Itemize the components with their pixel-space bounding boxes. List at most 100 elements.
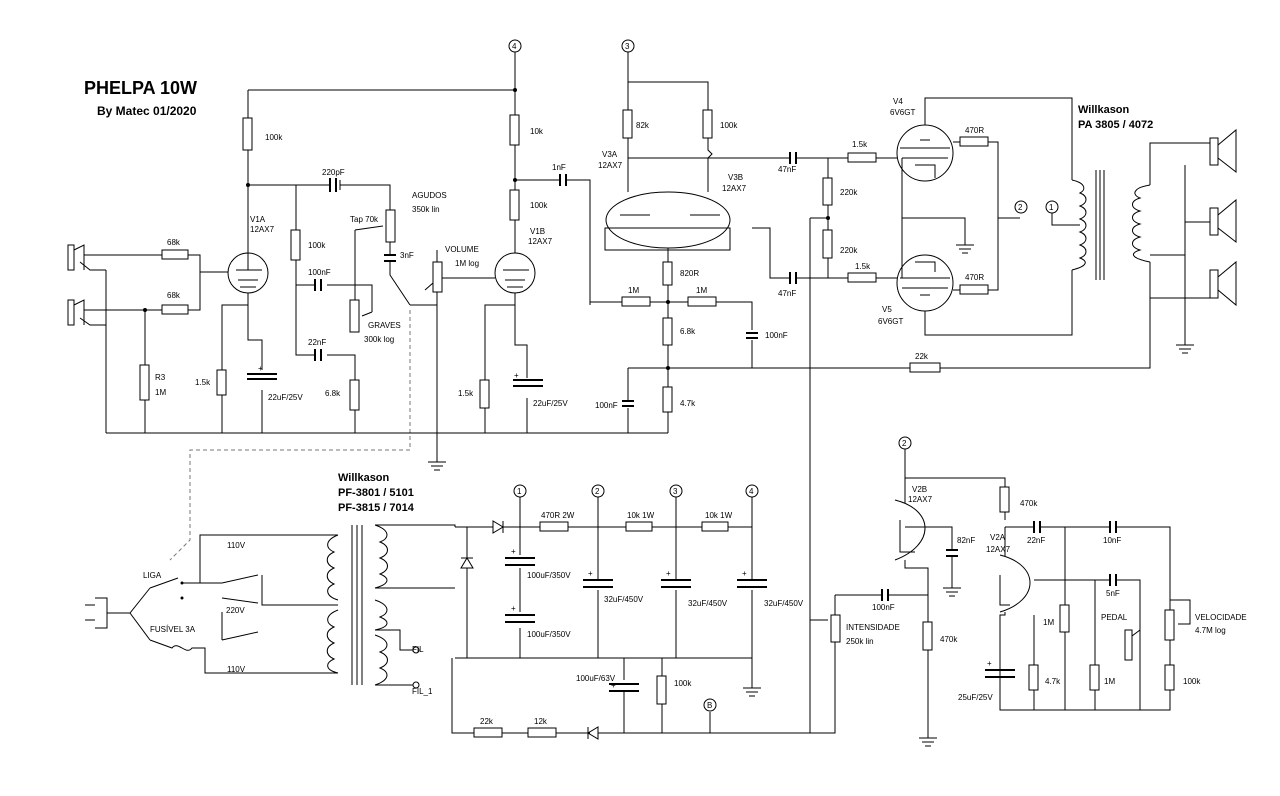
resistor-470k-tremolo-label: 470k (940, 635, 958, 644)
grid-stopper-v5-label: 1.5k (855, 262, 871, 271)
resistor-1m-b-label: 1M (696, 286, 707, 295)
resistor-470k-v2a-plate-label: 470k (1020, 499, 1038, 508)
feedback-resistor-22k (909, 362, 941, 373)
filter-cap-1-label: 100uF/350V (527, 571, 571, 580)
ground-power-tubes (956, 244, 974, 254)
resistor-10k-1w-b-label: 10k 1W (705, 511, 733, 520)
power-transformer-model-b: PF-3815 / 7014 (338, 502, 415, 514)
resistor-470k-tremolo (922, 621, 933, 651)
power-transformer-model-a: PF-3801 / 5101 (338, 487, 414, 499)
resistor-r3 (139, 364, 150, 401)
cap-82nf-label: 82nF (957, 536, 975, 545)
tube-v2b (894, 499, 926, 561)
tube-v2a (999, 554, 1031, 613)
cap-22nf-tremolo-label: 22nF (1027, 536, 1045, 545)
plate-resistor-v1b-label: 100k (530, 201, 548, 210)
speaker-3 (1209, 260, 1237, 307)
tube-v5 (896, 254, 954, 312)
rectifier-diode-1 (492, 520, 504, 534)
power-transformer-primary-2 (326, 609, 339, 674)
resistor-1m-a-label: 1M (628, 286, 639, 295)
resistor-1m-tremolo-2-label: 1M (1104, 677, 1115, 686)
node-2-supply-label: 2 (595, 487, 600, 496)
bias-resistor-12k-label: 12k (534, 717, 548, 726)
bias-resistor-22k-label: 22k (480, 717, 494, 726)
input-jack-1 (67, 244, 106, 271)
plate-resistor-v1b (509, 189, 520, 221)
cap-3nf-label: 3nF (400, 251, 414, 260)
input-jack-2 (67, 299, 106, 326)
power-plug (85, 587, 151, 641)
node-1-supply-label: 1 (517, 487, 522, 496)
fil1-label: FIL_1 (412, 687, 433, 696)
cap-100nf-ltp-label: 100nF (765, 331, 788, 340)
cap-5nf-label: 5nF (1106, 589, 1120, 598)
bias-diode (587, 726, 599, 740)
tube-v1b-name: V1B (530, 227, 545, 236)
node-2-output (1014, 200, 1028, 214)
bias-resistor-220k-b-label: 220k (840, 246, 858, 255)
node-3-supply-label: 3 (673, 487, 678, 496)
resistor-6k8-ltp-label: 6.8k (680, 327, 696, 336)
node-3-top-label: 3 (625, 42, 630, 51)
ground-tone (428, 461, 446, 471)
resistor-1m-a (621, 296, 651, 307)
pedal-label: PEDAL (1101, 613, 1128, 622)
bypass-cap-v1b-label: 22uF/25V (533, 399, 568, 408)
filter-cap-5-polarity: + (742, 569, 747, 578)
ground-speakers (1176, 344, 1194, 354)
bypass-cap-v1a-polarity: + (258, 364, 263, 373)
tube-v4-name: V4 (893, 97, 903, 106)
pot-volume (432, 261, 443, 293)
input-resistor-1-label: 68k (167, 238, 181, 247)
tube-v4-type: 6V6GT (890, 108, 915, 117)
subtitle: By Matec 01/2020 (97, 104, 197, 118)
screen-resistor-v5 (959, 284, 989, 295)
filter-cap-2-polarity: + (511, 604, 516, 613)
resistor-470r-2w (539, 521, 569, 532)
plate-resistor-v1a (242, 117, 253, 151)
power-switch-label: LIGA (143, 571, 162, 580)
tube-v1b-type: 12AX7 (528, 237, 553, 246)
resistor-100k-tremolo-label: 100k (1183, 677, 1201, 686)
bias-resistor-220k-b (822, 229, 833, 259)
bias-cap-label: 100uF/63V (576, 674, 616, 683)
node-2-tremolo-label: 2 (902, 439, 907, 448)
node-4-top-label: 4 (512, 42, 517, 51)
tube-v3b-name: V3B (728, 173, 743, 182)
resistor-1m-tremolo (1059, 604, 1070, 633)
pot-agudos-tap: Tap 70k (350, 215, 379, 224)
output-transformer-brand: Willkason (1078, 104, 1130, 116)
filter-cap-2-label: 100uF/350V (527, 630, 571, 639)
pot-volume-value: 1M log (455, 259, 479, 268)
pot-velocidade-value: 4.7M log (1195, 626, 1226, 635)
cap-47nf-upper-label: 47nF (778, 165, 796, 174)
pot-intensidade-name: INTENSIDADE (846, 623, 900, 632)
fil1-terminal (412, 681, 420, 689)
resistor-6k8-tone (349, 379, 360, 411)
filter-cap-4-label: 32uF/450V (688, 599, 728, 608)
resistor-r3-value: 1M (155, 388, 166, 397)
pot-agudos-name: AGUDOS (412, 191, 447, 200)
node-2-output-label: 2 (1018, 203, 1023, 212)
tube-v1a-name: V1A (250, 215, 266, 224)
bias-resistor-220k-a-label: 220k (840, 188, 858, 197)
power-transformer-heater (374, 634, 388, 686)
tube-v3a-type: 12AX7 (598, 161, 623, 170)
power-transformer-hv (374, 524, 388, 589)
bias-resistor-22k (473, 727, 503, 738)
filter-cap-5-label: 32uF/450V (764, 599, 804, 608)
cathode-resistor-v1b (479, 379, 490, 409)
tube-v5-type: 6V6GT (878, 317, 903, 326)
resistor-100k-tone (290, 229, 301, 261)
resistor-10k-v1b (509, 114, 520, 146)
cap-100nf-tone-label: 100nF (308, 268, 331, 277)
resistor-10k-1w-a (625, 521, 653, 532)
ground-tremolo-2 (943, 587, 961, 597)
resistor-1m-b (687, 296, 717, 307)
node-b (703, 698, 717, 712)
voltage-220v: 220V (226, 606, 245, 615)
tremolo-bypass-cap-polarity: + (987, 659, 992, 668)
ground-supply (743, 687, 761, 697)
cathode-resistor-v1a (216, 369, 227, 396)
